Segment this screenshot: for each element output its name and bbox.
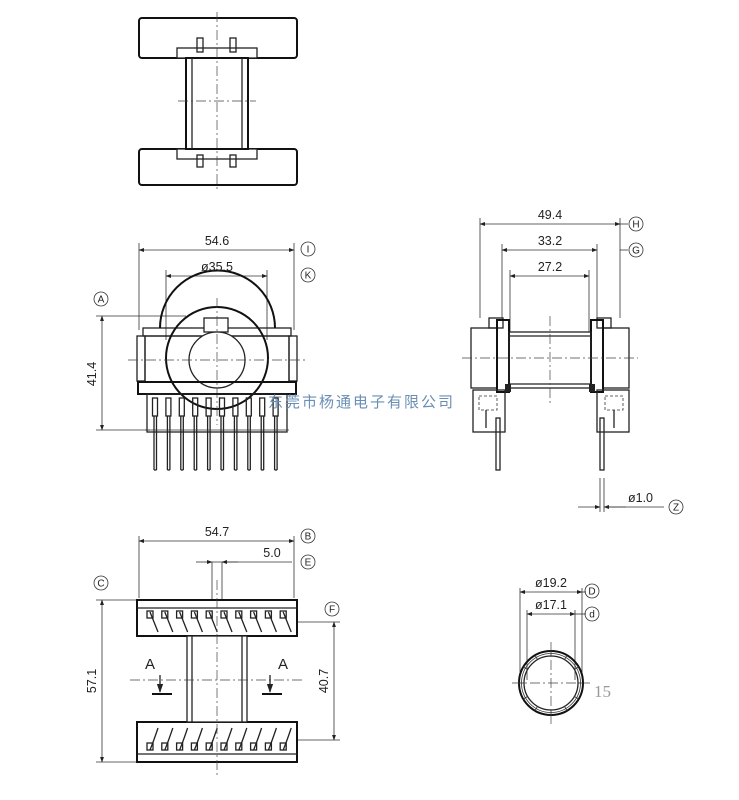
front-left-ear <box>136 335 146 382</box>
side-view <box>462 218 664 512</box>
front-arc <box>159 269 276 329</box>
svg-text:Z: Z <box>673 503 679 514</box>
rail-pin <box>279 610 287 619</box>
rail-pin <box>235 610 243 619</box>
side-left-wall <box>496 319 510 393</box>
side-right-wall <box>590 319 604 393</box>
marker-G: G <box>628 242 644 258</box>
svg-text:G: G <box>632 246 640 257</box>
rail-pin <box>190 742 199 751</box>
front-pin-boss <box>192 397 199 417</box>
rail-pin <box>190 610 199 619</box>
marker-E: E <box>300 554 316 570</box>
dim-side-overall: 49.4 <box>538 208 562 222</box>
top-pin <box>229 154 237 168</box>
marker-d: d <box>584 606 600 622</box>
front-pins <box>151 397 279 471</box>
rail-pin <box>264 610 273 619</box>
front-pin-boss <box>151 397 159 417</box>
section-label-right: A <box>278 656 288 673</box>
rail-pin <box>249 610 258 619</box>
svg-text:H: H <box>632 220 639 231</box>
svg-text:I: I <box>307 245 310 256</box>
marker-K: K <box>300 267 316 283</box>
front-right-ear <box>288 335 298 382</box>
svg-text:K: K <box>305 271 312 282</box>
top-pin <box>196 37 204 53</box>
rail-pin <box>235 742 243 751</box>
dim-side-mid: 33.2 <box>538 234 562 248</box>
dim-front-height: 41.4 <box>85 362 99 386</box>
front-pin-boss <box>259 397 266 417</box>
marker-C: C <box>93 575 109 591</box>
front-pin-boss <box>218 397 226 417</box>
side-right-base <box>596 389 630 433</box>
rail-pin <box>175 742 184 751</box>
svg-text:d: d <box>589 610 595 621</box>
front-pin-boss <box>178 397 185 417</box>
svg-text:A: A <box>98 295 105 306</box>
front-pin-boss <box>232 397 239 417</box>
dim-pin-diameter: ø1.0 <box>628 491 653 505</box>
marker-I: I <box>300 241 316 257</box>
svg-text:C: C <box>97 579 104 590</box>
dim-bottom-small: 5.0 <box>263 546 280 560</box>
side-pin-right <box>599 417 605 471</box>
tube-section-view <box>512 588 590 724</box>
front-pin-boss <box>205 397 212 417</box>
rail-pin <box>220 742 228 751</box>
dim-tube-inner: ø17.1 <box>535 598 567 612</box>
side-pin-left <box>495 417 501 471</box>
rail-pin <box>279 742 287 751</box>
marker-B: B <box>300 528 316 544</box>
rail-pin <box>205 610 213 619</box>
marker-H: H <box>628 216 644 232</box>
marker-D: D <box>584 583 600 599</box>
dim-bottom-width: 54.7 <box>205 525 229 539</box>
front-view <box>96 243 306 471</box>
marker-A: A <box>93 291 109 307</box>
rail-pin <box>161 610 169 619</box>
dim-tube-outer: ø19.2 <box>535 576 567 590</box>
front-top-notch <box>203 317 229 333</box>
rail-pin <box>146 742 154 751</box>
svg-text:B: B <box>305 532 312 543</box>
rail-pin <box>146 610 154 619</box>
rail-pin <box>264 742 273 751</box>
top-pin <box>196 154 204 168</box>
rail-pin <box>161 742 169 751</box>
dim-front-width: 54.6 <box>205 234 229 248</box>
top-view <box>138 12 298 192</box>
svg-text:E: E <box>305 558 312 569</box>
side-left-base <box>472 389 506 433</box>
rail-pin <box>249 742 258 751</box>
front-pin-boss <box>165 397 172 417</box>
front-terminal-block <box>146 393 288 433</box>
bottom-view <box>96 536 340 775</box>
dim-side-inner: 27.2 <box>538 260 562 274</box>
watermark: 东莞市杨通电子有限公司 <box>268 393 455 411</box>
svg-text:D: D <box>588 587 595 598</box>
page-number: 15 <box>594 682 611 701</box>
rail-pin <box>175 610 184 619</box>
marker-Z: Z <box>668 499 684 515</box>
rail-pin <box>220 610 228 619</box>
marker-F: F <box>324 601 340 617</box>
svg-text:F: F <box>329 605 335 616</box>
dim-front-diameter: ø35.5 <box>201 260 233 274</box>
front-pin-boss <box>272 397 279 417</box>
top-pin <box>229 37 237 53</box>
front-pin-boss <box>245 397 252 417</box>
dim-bottom-inner: 40.7 <box>317 669 331 693</box>
section-label-left: A <box>145 656 155 673</box>
dim-bottom-height: 57.1 <box>85 669 99 693</box>
rail-pin <box>205 742 213 751</box>
